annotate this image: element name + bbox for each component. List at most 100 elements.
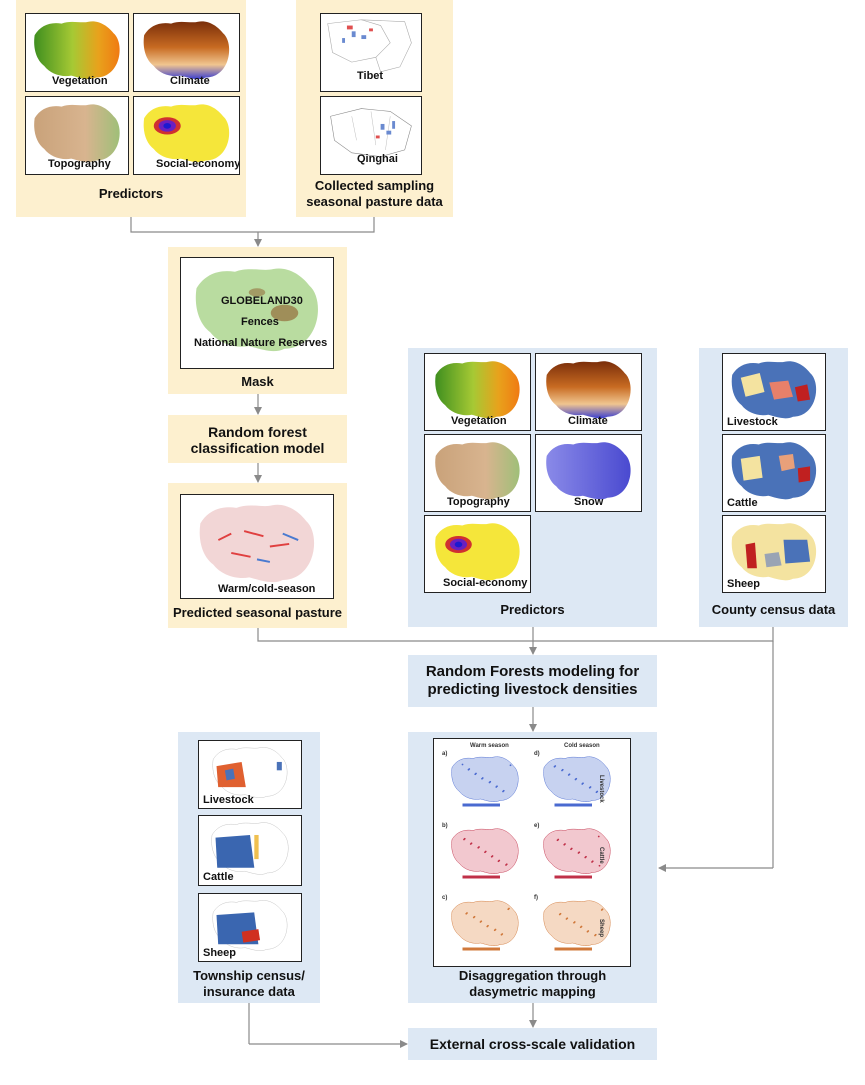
panel-letter: a) <box>442 751 448 757</box>
density-dot <box>597 835 600 838</box>
density-dot <box>461 763 464 766</box>
township-sheep-graphic <box>212 900 288 951</box>
township-sheep-label: Sheep <box>203 947 237 959</box>
density-map-shape <box>451 900 519 946</box>
township-livestock-label: Livestock <box>203 794 254 806</box>
mid-social-economy-label: Social-economy <box>443 577 528 589</box>
sampling-caption-line1: Collected sampling <box>314 178 435 193</box>
density-dot <box>469 843 472 845</box>
mid-climate-label: Climate <box>568 415 608 427</box>
density-dot <box>598 864 601 867</box>
density-dot <box>493 929 496 932</box>
density-dot <box>567 774 570 776</box>
county-sheep-map: Sheep <box>722 515 826 593</box>
mid-climate-map: Climate <box>535 353 642 431</box>
legend-colorbar <box>462 875 500 879</box>
predictors-mid-caption: Predictors <box>500 602 565 617</box>
density-dot <box>556 839 559 842</box>
density-dot <box>479 921 482 923</box>
snow-label: Snow <box>574 496 604 508</box>
density-dot <box>577 852 580 854</box>
panel-letter: c) <box>442 895 448 901</box>
topography-map-graphic <box>34 104 120 163</box>
topography-label: Topography <box>48 158 111 170</box>
mask-layer-fences: Fences <box>241 316 279 328</box>
mask-map: GLOBELAND30 Fences National Nature Reser… <box>180 257 334 369</box>
disaggregation-panel: e)Cattle <box>534 823 620 889</box>
mask-layer-globeland30: GLOBELAND30 <box>221 295 303 307</box>
disaggregation-panel-graphic <box>451 900 519 951</box>
density-dot <box>472 916 475 919</box>
qinghai-label: Qinghai <box>357 153 398 165</box>
density-dot <box>500 933 503 936</box>
rf-classification-box <box>168 415 347 463</box>
panel-letter: d) <box>534 751 540 757</box>
mid-vegetation-map: Vegetation <box>424 353 531 431</box>
validation-box <box>408 1028 657 1060</box>
snow-map-graphic <box>546 442 631 500</box>
density-dot <box>474 773 477 776</box>
predictors-top-caption: Predictors <box>98 186 164 201</box>
qinghai-sampling-graphic <box>330 108 412 157</box>
rf-modeling-line1: Random Forests modeling for <box>425 663 640 680</box>
legend-colorbar <box>554 875 592 879</box>
disaggregation-panel-graphic <box>451 756 519 807</box>
township-cattle-label: Cattle <box>203 871 234 883</box>
density-dot <box>594 934 596 937</box>
climate-map: Climate <box>133 13 240 92</box>
county-cattle-label: Cattle <box>727 497 758 509</box>
density-dot <box>586 930 589 933</box>
warm-cold-season-label: Warm/cold-season <box>218 583 316 595</box>
predicted-pasture-map: Warm/cold-season <box>180 494 334 599</box>
mask-layer-reserves: National Nature Reserves <box>194 337 328 349</box>
township-caption-line1: Township census/ <box>193 968 305 983</box>
disaggregation-panel: a) <box>442 751 528 817</box>
sampling-caption-line2: seasonal pasture data <box>306 194 443 209</box>
density-dot <box>497 860 500 863</box>
density-dot <box>486 925 489 928</box>
mid-social-economy-graphic <box>435 523 520 581</box>
tibet-sampling-map: Tibet <box>320 13 422 92</box>
density-dot <box>463 838 465 841</box>
legend-colorbar <box>462 803 500 807</box>
county-livestock-map: Livestock <box>722 353 826 431</box>
county-livestock-graphic <box>731 361 817 419</box>
density-dot <box>467 768 470 771</box>
row-title: Cattle <box>598 847 604 864</box>
disaggregation-caption-line1: Disaggregation through <box>458 968 607 983</box>
township-sheep-map: Sheep <box>198 893 302 962</box>
snow-map: Snow <box>535 434 642 512</box>
social-economy-map-graphic <box>143 104 230 163</box>
disaggregation-panel: b) <box>442 823 528 889</box>
density-dot <box>553 765 556 768</box>
density-dot <box>509 764 512 767</box>
density-dot <box>581 783 584 785</box>
density-dot <box>481 777 483 780</box>
disaggregation-panel: d)Livestock <box>534 751 620 817</box>
density-map-shape <box>543 900 611 946</box>
tibet-sampling-graphic <box>327 19 412 73</box>
density-dot <box>507 908 510 911</box>
disaggregation-caption-line2: dasymetric mapping <box>469 984 596 999</box>
rf-classification-line1: Random forest <box>208 424 307 440</box>
tibet-label: Tibet <box>357 70 384 82</box>
climate-label: Climate <box>170 75 210 87</box>
density-dot <box>502 790 504 793</box>
density-dot <box>488 781 491 784</box>
mid-climate-graphic <box>546 361 631 419</box>
col-title-warm: Warm season <box>470 743 509 749</box>
county-sheep-label: Sheep <box>727 578 761 590</box>
topography-map: Topography <box>25 96 129 175</box>
density-dot <box>584 856 587 859</box>
social-economy-label: Social-economy <box>156 158 240 170</box>
density-dot <box>477 846 480 849</box>
disaggregation-panel-graphic <box>543 756 611 807</box>
mid-vegetation-graphic <box>435 361 520 419</box>
density-dot <box>561 769 563 772</box>
county-cattle-graphic <box>731 442 817 500</box>
disaggregation-panel-graphic <box>543 828 611 879</box>
density-dot <box>484 851 486 854</box>
county-livestock-label: Livestock <box>727 416 778 428</box>
legend-colorbar <box>462 947 500 951</box>
disaggregation-panel: c) <box>442 895 528 961</box>
